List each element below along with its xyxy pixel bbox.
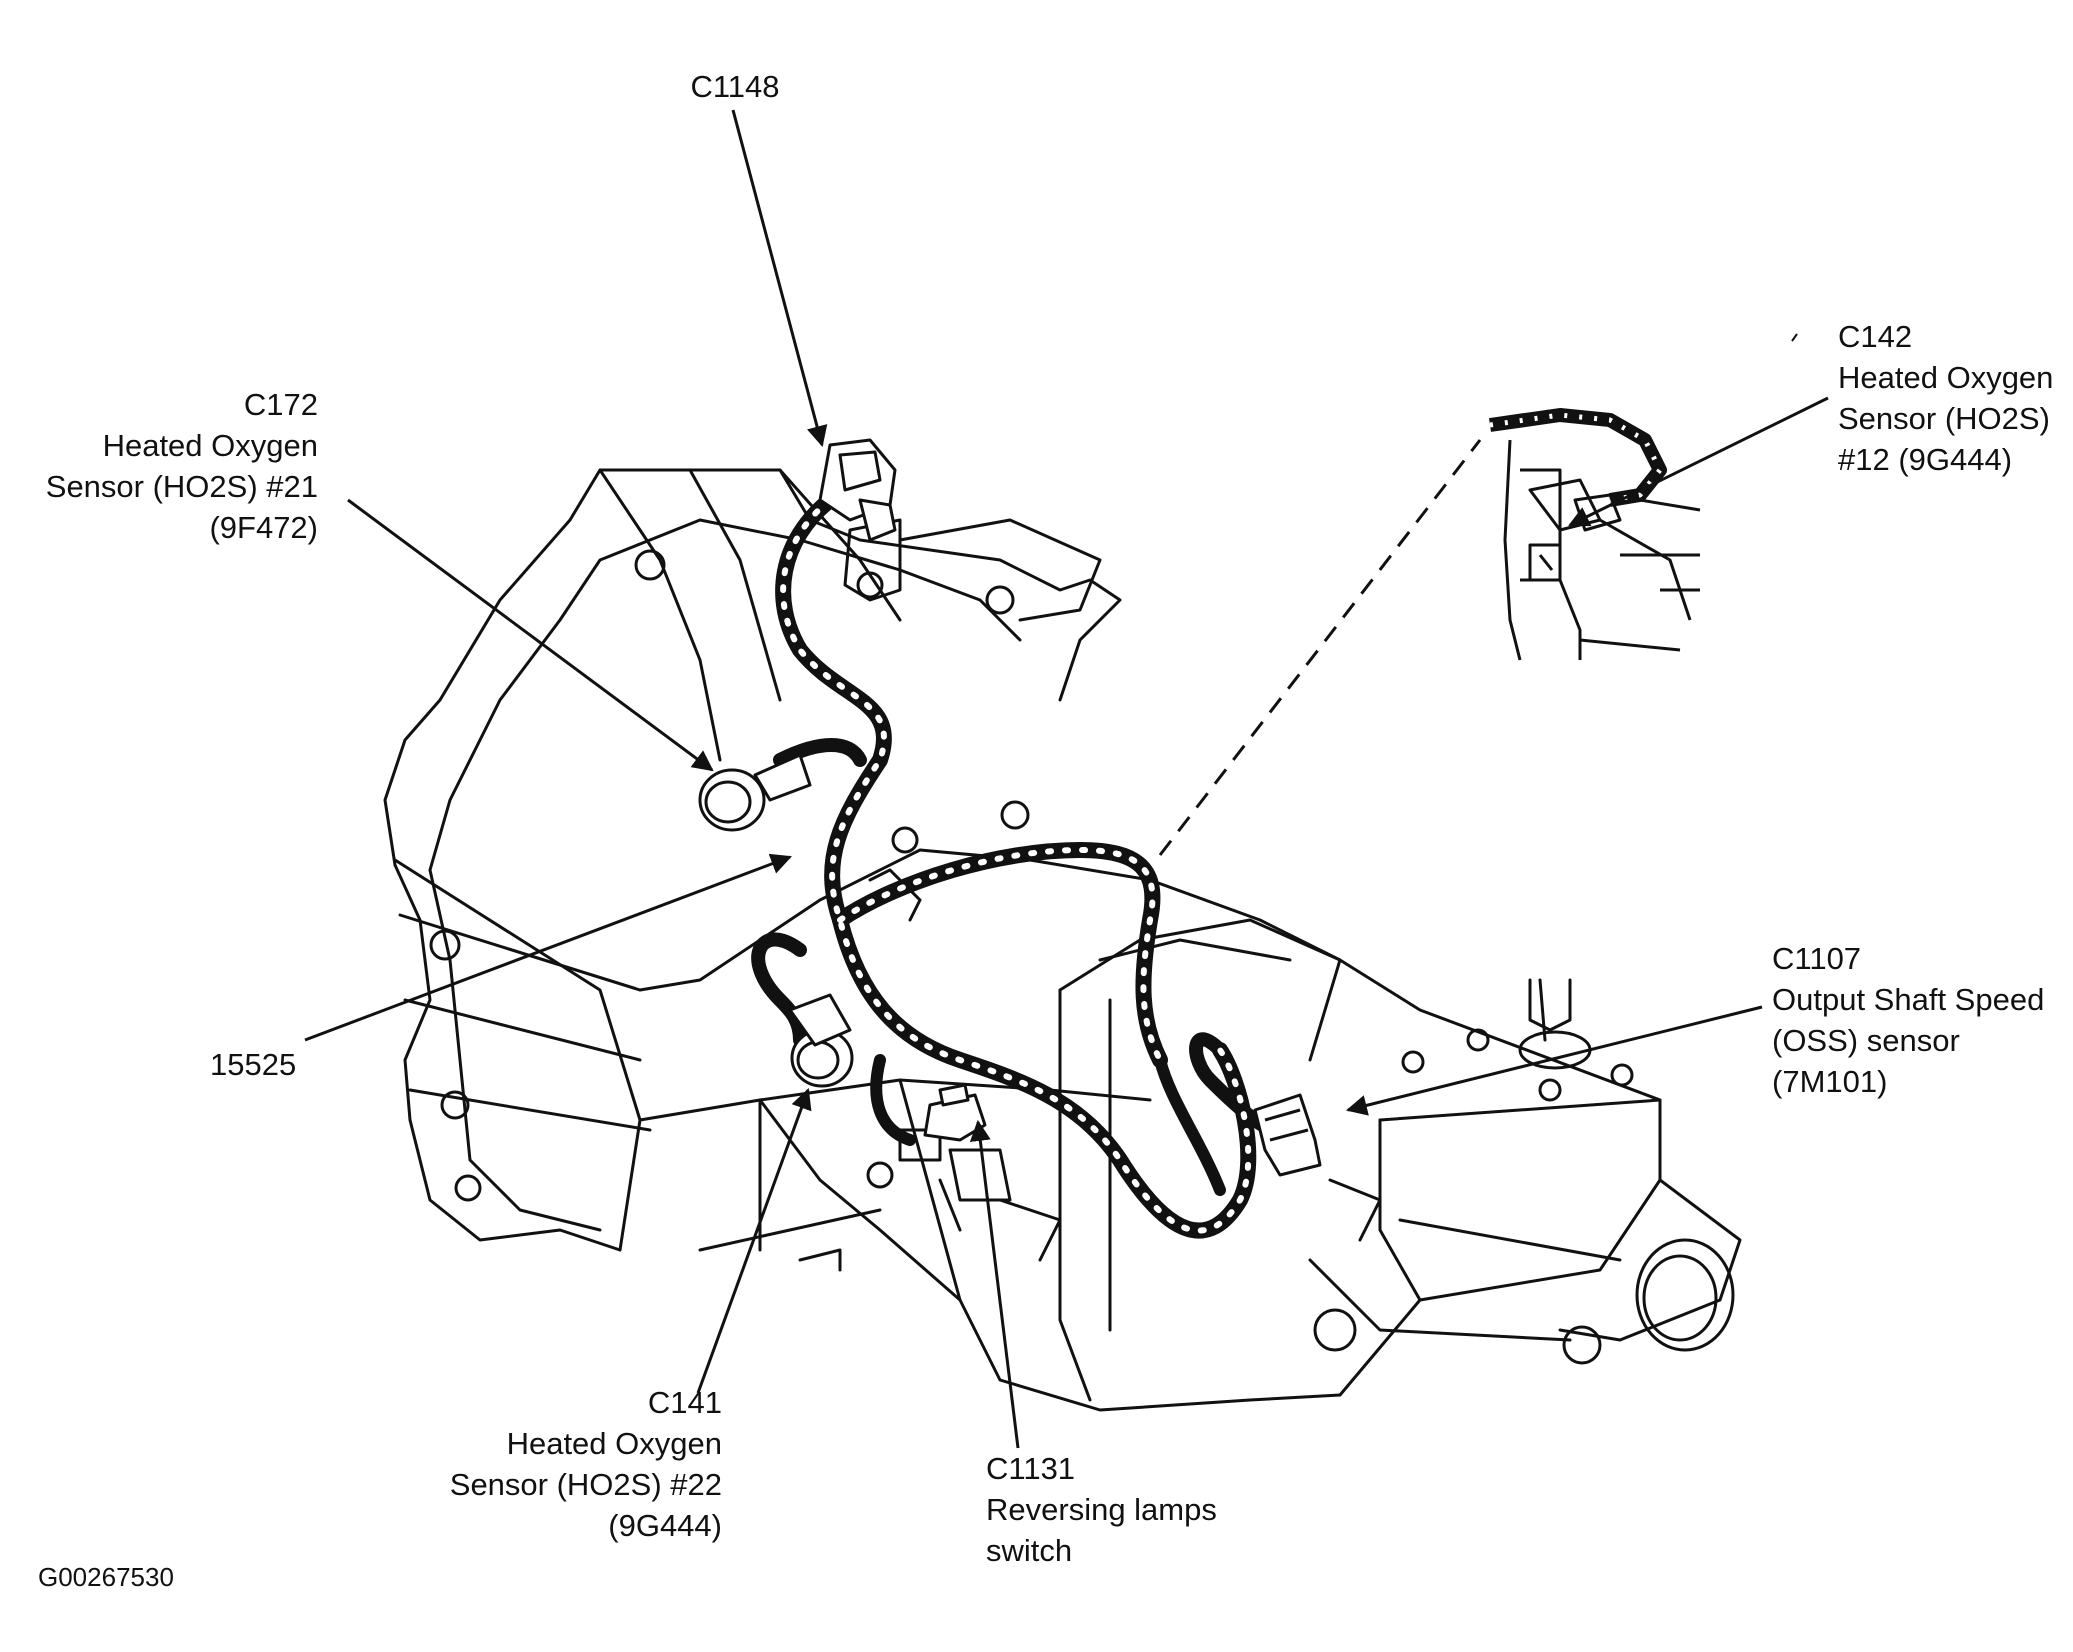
label-c141-line-3: Sensor (HO2S) #22 <box>449 1467 722 1502</box>
label-c1131-line-3: switch <box>986 1533 1073 1568</box>
label-c172-line-3: Sensor (HO2S) #21 <box>45 469 318 504</box>
label-c141-line-1: C141 <box>647 1385 722 1420</box>
figure-id: G00267530 <box>38 1562 174 1592</box>
label-c142: C142 Heated Oxygen Sensor (HO2S) #12 (9G… <box>1838 316 2068 480</box>
label-c1107-line-1: C1107 <box>1772 941 1862 976</box>
harness-leader <box>304 853 792 1042</box>
c172-leader <box>347 498 714 772</box>
label-c1107-line-2: Output Shaft Speed <box>1772 982 2045 1017</box>
label-c172-line-2: Heated Oxygen <box>102 428 318 463</box>
label-c1131: C1131 Reversing lamps switch <box>986 1448 1226 1571</box>
label-c172-line-4: (9F472) <box>209 510 318 545</box>
label-c142-line-2: Heated Oxygen <box>1838 360 2054 395</box>
label-c142-line-1: C142 <box>1838 319 1913 354</box>
transmission-case-drawing <box>383 468 1742 1412</box>
c142-leader <box>1568 396 1829 527</box>
leader-arrows <box>304 109 1829 1449</box>
label-harness-line-1: 15525 <box>210 1047 297 1082</box>
label-c1107: C1107 Output Shaft Speed (OSS) sensor (7… <box>1772 938 2062 1102</box>
connectors <box>698 438 1322 1177</box>
label-c141-line-2: Heated Oxygen <box>506 1426 722 1461</box>
label-c1148-line-1: C1148 <box>690 69 780 104</box>
dashed-leader-to-inset <box>1158 439 1482 856</box>
c1131-leader <box>969 1119 1020 1449</box>
c1148-leader <box>731 109 828 448</box>
label-c1148: C1148 <box>670 66 800 107</box>
label-c1131-line-1: C1131 <box>986 1451 1076 1486</box>
label-c172: C172 Heated Oxygen Sensor (HO2S) #21 (9F… <box>10 384 318 548</box>
wiring-harness-15525 <box>751 492 1297 1239</box>
label-c141: C141 Heated Oxygen Sensor (HO2S) #22 (9G… <box>420 1382 722 1546</box>
label-c1107-line-3: (OSS) sensor <box>1772 1023 1960 1058</box>
label-c172-line-1: C172 <box>243 387 318 422</box>
label-c1131-line-2: Reversing lamps <box>986 1492 1217 1527</box>
label-c142-line-3: Sensor (HO2S) <box>1838 401 2050 436</box>
c141-leader <box>696 1088 812 1394</box>
label-c141-line-4: (9G444) <box>608 1508 722 1543</box>
c1107-leader <box>1345 1005 1763 1116</box>
label-harness-15525: 15525 <box>210 1044 330 1085</box>
label-c142-line-4: #12 (9G444) <box>1838 442 2013 477</box>
stray-mark <box>1791 333 1798 342</box>
label-c1107-line-4: (7M101) <box>1772 1064 1888 1099</box>
c142-detail-inset <box>1489 408 1701 661</box>
